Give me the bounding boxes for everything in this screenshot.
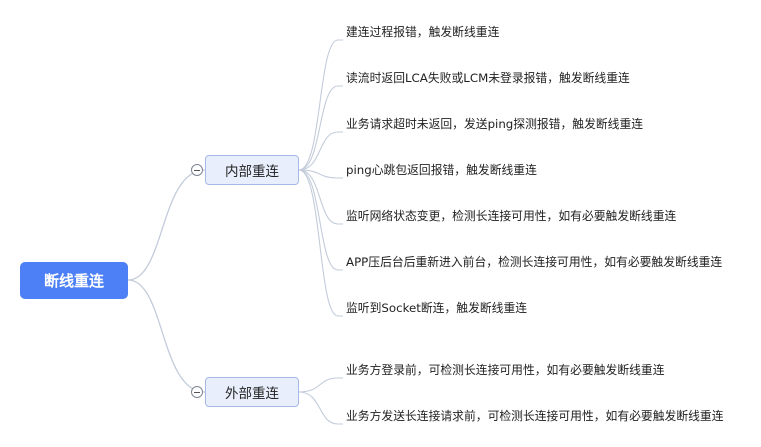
leaf-connector-internal-3 <box>298 131 343 171</box>
connector-root-internal <box>127 169 206 281</box>
collapse-toggle-external[interactable] <box>191 386 203 398</box>
leaf-internal-6[interactable]: APP压后台后重新进入前台，检测长连接可用性，如有必要触发断线重连 <box>346 255 723 269</box>
leaf-internal-5[interactable]: 监听网络状态变更，检测长连接可用性，如有必要触发断线重连 <box>346 209 677 223</box>
branch-external-label: 外部重连 <box>225 386 279 402</box>
collapse-toggle-internal[interactable] <box>191 164 203 176</box>
root-label: 断线重连 <box>43 272 104 290</box>
leaf-internal-2[interactable]: 读流时返回LCA失败或LCM未登录报错，触发断线重连 <box>346 71 630 85</box>
leaf-external-1[interactable]: 业务方登录前，可检测长连接可用性，如有必要触发断线重连 <box>346 363 665 377</box>
leaf-connector-internal-4 <box>298 169 343 179</box>
leaf-internal-1[interactable]: 建连过程报错，触发断线重连 <box>346 25 500 39</box>
leaf-connector-internal-1 <box>298 39 343 171</box>
leaf-external-2[interactable]: 业务方发送长连接请求前，可检测长连接可用性，如有必要触发断线重连 <box>346 409 724 423</box>
leaf-internal-3[interactable]: 业务请求超时未返回，发送ping探测报错，触发断线重连 <box>346 117 644 131</box>
root-node[interactable]: 断线重连 <box>20 262 128 299</box>
branch-external[interactable]: 外部重连 <box>205 377 299 407</box>
leaf-connector-internal-6 <box>298 169 343 271</box>
leaf-internal-7[interactable]: 监听到Socket断连，触发断线重连 <box>346 301 528 315</box>
branch-internal[interactable]: 内部重连 <box>205 155 299 185</box>
connector-root-external <box>127 279 206 393</box>
leaf-connector-external-1 <box>298 377 343 393</box>
leaf-connector-internal-5 <box>298 169 343 225</box>
leaf-connector-external-2 <box>298 391 343 425</box>
leaf-connector-internal-7 <box>298 169 343 317</box>
leaf-internal-4[interactable]: ping心跳包返回报错，触发断线重连 <box>346 163 537 177</box>
leaf-connector-internal-2 <box>298 85 343 171</box>
branch-internal-label: 内部重连 <box>225 164 279 180</box>
